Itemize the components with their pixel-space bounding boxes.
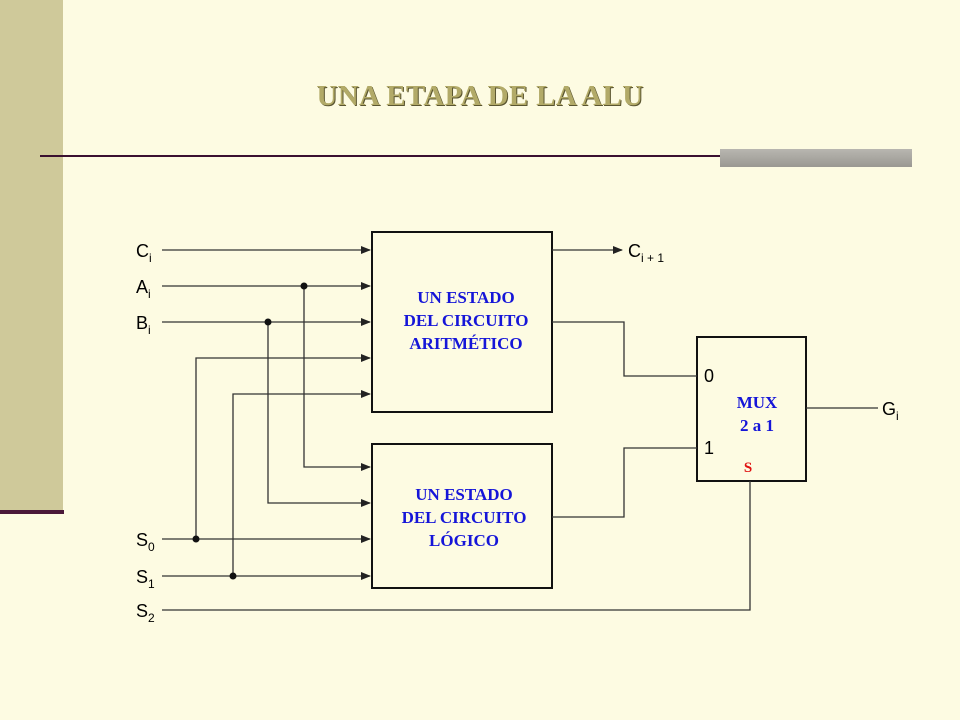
logic-line-2: DEL CIRCUITO xyxy=(402,508,527,527)
label-carry-out: Ci + 1 xyxy=(628,241,664,265)
mux-input-1-label: 1 xyxy=(704,438,714,458)
mux-select-label: S xyxy=(744,460,752,476)
wire-s2 xyxy=(162,481,751,611)
arith-line-3: ARITMÉTICO xyxy=(409,334,522,353)
junction-ai xyxy=(300,282,308,290)
logic-block xyxy=(371,443,553,589)
wire-s1-arith xyxy=(232,390,371,576)
mux-line-2: 2 a 1 xyxy=(740,416,774,435)
wire-logic-to-mux xyxy=(552,447,697,518)
label-ai: Ai xyxy=(136,277,151,301)
arithmetic-block xyxy=(371,231,553,413)
left-decor-line xyxy=(0,510,64,514)
logic-line-1: UN ESTADO xyxy=(415,485,512,504)
slide-title: UNA ETAPA DE LA ALU xyxy=(316,80,644,112)
label-s2: S2 xyxy=(136,601,155,625)
label-gi: Gi xyxy=(882,399,899,423)
title-divider xyxy=(40,155,912,157)
wire-s0-arith xyxy=(195,354,371,539)
left-decor-bar xyxy=(0,0,63,511)
label-s0: S0 xyxy=(136,530,155,554)
arith-line-1: UN ESTADO xyxy=(417,288,514,307)
label-bi: Bi xyxy=(136,313,151,337)
title-divider-accent xyxy=(720,149,912,167)
junction-bi xyxy=(264,318,272,326)
label-ci: Ci xyxy=(136,241,152,265)
label-s1: S1 xyxy=(136,567,155,591)
mux-line-1: MUX xyxy=(737,393,778,412)
wire-ai-logic xyxy=(303,286,371,471)
arith-line-2: DEL CIRCUITO xyxy=(404,311,529,330)
wire-bi-logic xyxy=(267,322,371,507)
logic-line-3: LÓGICO xyxy=(429,531,499,550)
mux-block xyxy=(696,336,807,482)
wire-arith-to-mux xyxy=(552,321,697,377)
junction-s0 xyxy=(192,535,200,543)
mux-input-0-label: 0 xyxy=(704,366,714,386)
junction-s1 xyxy=(229,572,237,580)
